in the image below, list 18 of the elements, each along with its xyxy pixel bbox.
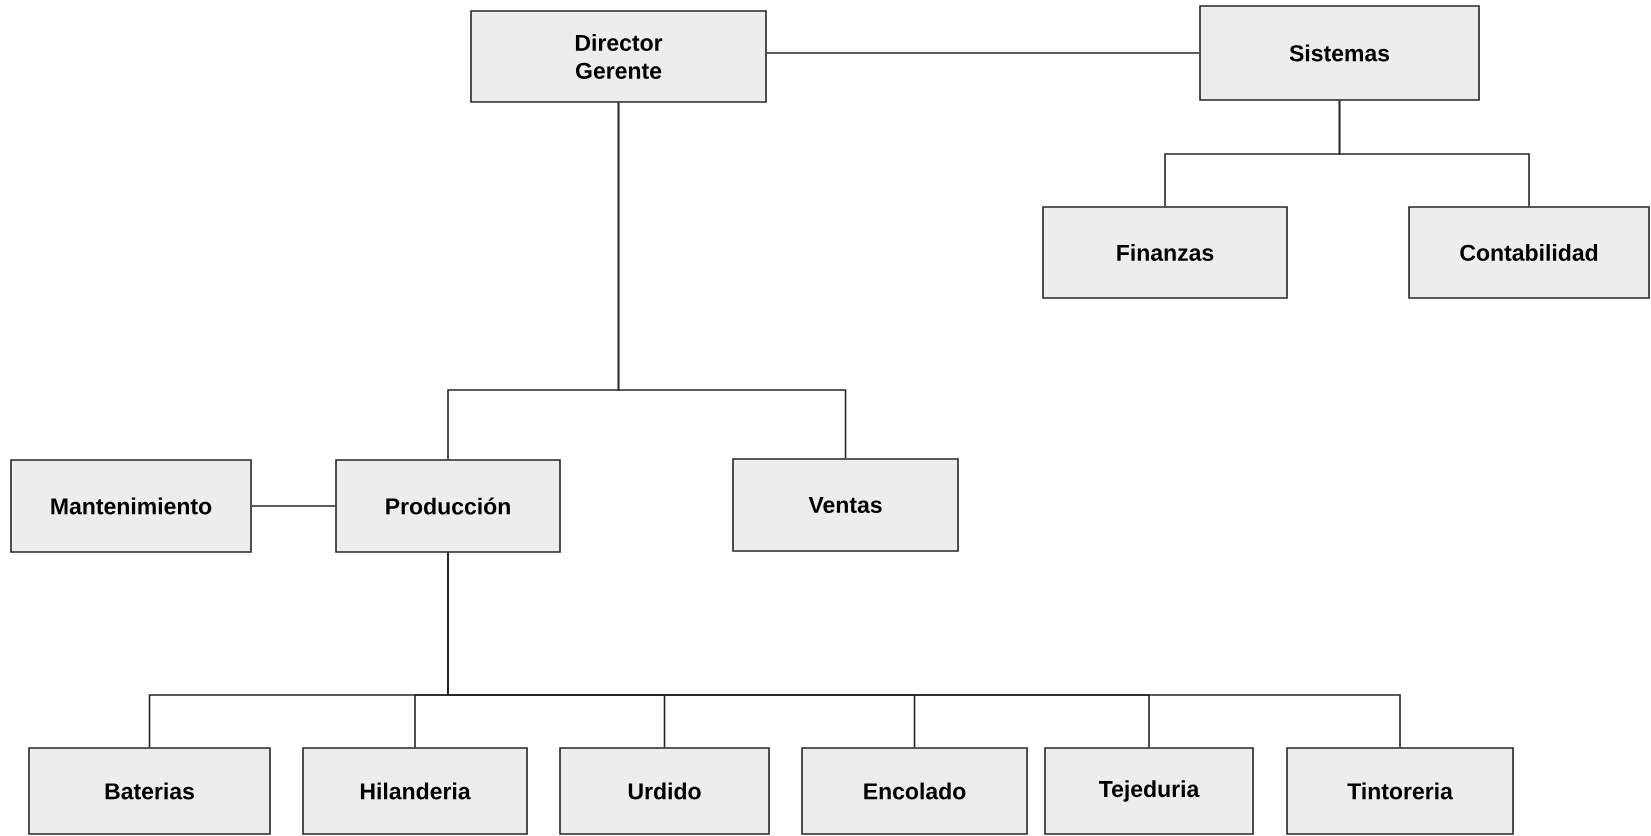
connector-line — [766, 52, 1200, 54]
org-box: Tintoreria — [1286, 747, 1514, 835]
connector-line — [251, 505, 336, 507]
org-box: Mantenimiento — [10, 459, 252, 553]
org-box: Urdido — [559, 747, 770, 835]
connector-line — [617, 102, 847, 459]
connector-line — [1338, 100, 1530, 207]
org-box: Tejeduria — [1044, 747, 1254, 835]
org-box: Sistemas — [1199, 5, 1480, 101]
org-box: Baterias — [28, 747, 271, 835]
org-box: Hilanderia — [302, 747, 528, 835]
org-box: Ventas — [732, 458, 959, 552]
connector-line — [447, 552, 1401, 748]
org-box: Director Gerente — [470, 10, 767, 103]
org-box: Encolado — [801, 747, 1028, 835]
org-box: Producción — [335, 459, 561, 553]
org-box: Contabilidad — [1408, 206, 1650, 299]
org-box: Finanzas — [1042, 206, 1288, 299]
